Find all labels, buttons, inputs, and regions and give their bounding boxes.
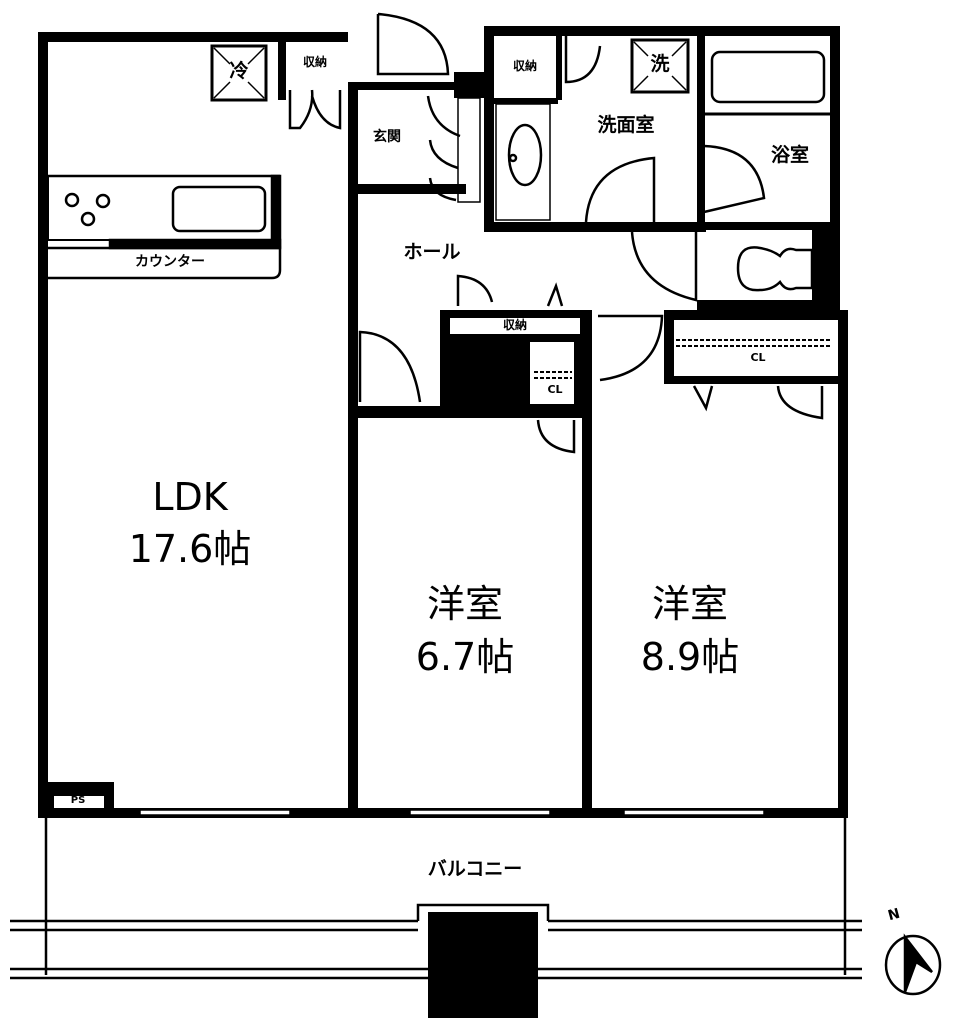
label-storage-washroom: 収納: [512, 59, 537, 73]
label-balcony: バルコニー: [427, 858, 523, 880]
room-size-western2: 8.9帖: [640, 635, 740, 679]
walls: [38, 26, 848, 818]
label-bathroom: 浴室: [770, 144, 809, 166]
kitchen: [47, 44, 282, 280]
room-size-western1: 6.7帖: [415, 635, 515, 679]
room-label-western1: 洋室: [426, 582, 503, 626]
label-storage-hall: 収納: [502, 318, 527, 332]
room-label-western2: 洋室: [651, 582, 728, 626]
label-pipe-space: PS: [70, 795, 86, 806]
room-label-ldk: LDK: [152, 475, 228, 519]
label-washroom: 洗面室: [597, 114, 655, 136]
fridge-icon: 冷: [229, 60, 249, 82]
room-size-ldk: 17.6帖: [128, 527, 252, 571]
label-storage-kitchen: 収納: [302, 55, 327, 69]
label-closet-2: CL: [750, 351, 766, 364]
label-closet-1: CL: [547, 383, 563, 396]
washer-icon: 洗: [650, 53, 670, 75]
label-counter: カウンター: [135, 254, 205, 270]
doors: [288, 12, 824, 454]
label-entrance: 玄関: [373, 129, 401, 145]
compass-icon: [884, 933, 942, 996]
label-hall: ホール: [403, 241, 461, 263]
